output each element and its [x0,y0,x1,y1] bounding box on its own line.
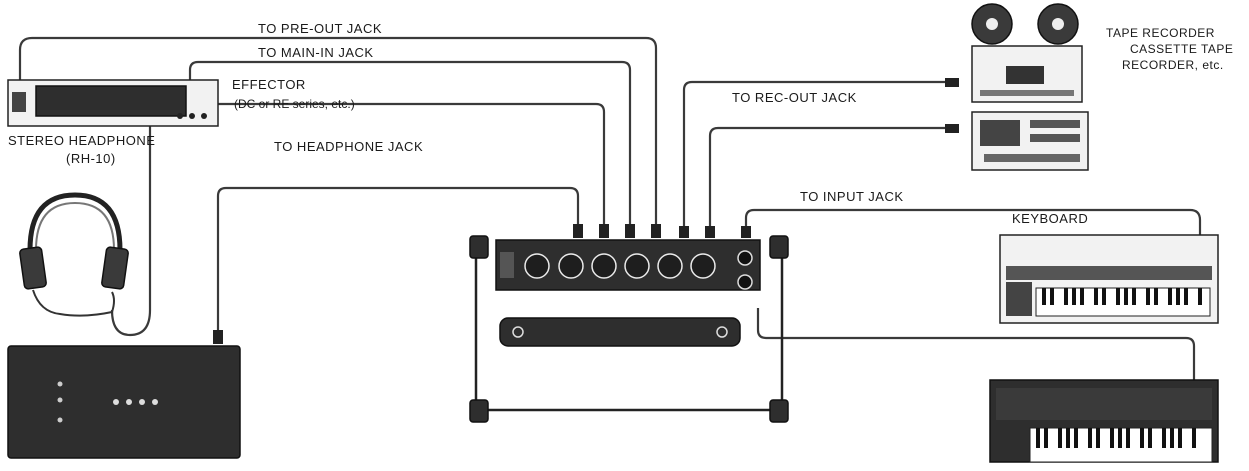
label-rec-out-jack: TO REC-OUT JACK [732,90,857,105]
label-pre-out-jack: TO PRE-OUT JACK [258,21,383,36]
cable-rec-out-2 [708,126,950,228]
label-tape-recorder: TAPE RECORDER [1106,26,1215,40]
label-stereo-headphone: STEREO HEADPHONE [8,133,156,148]
keyboard-2-device [989,379,1219,463]
keyboard-1-device [999,234,1219,324]
cable-mixer [216,186,580,340]
label-keyboard: KEYBOARD [1012,211,1089,226]
label-effector-series: (DC or RE series, etc.) [234,97,355,111]
label-main-in-jack: TO MAIN-IN JACK [258,45,374,60]
label-rh10: (RH-10) [66,151,116,166]
mixer-device [7,345,241,459]
cable-pre-out [18,36,658,225]
cable-main-in [188,60,632,225]
cable-rec-out-1 [682,80,950,228]
tape-recorder-device [971,3,1083,103]
label-recorder-etc: RECORDER, etc. [1122,58,1224,72]
amplifier-device [469,235,789,423]
label-effector: EFFECTOR [232,77,306,92]
label-cassette-tape: CASSETTE TAPE [1130,42,1234,56]
cable-keyboard-1 [744,208,1202,235]
headphone-icon [19,192,129,317]
plug-row [213,78,959,344]
label-input-jack: TO INPUT JACK [800,189,904,204]
cable-keyboard-2 [756,308,1196,380]
cassette-recorder-device [971,111,1089,171]
label-headphone-jack: TO HEADPHONE JACK [274,139,424,154]
effector-device [7,79,219,127]
